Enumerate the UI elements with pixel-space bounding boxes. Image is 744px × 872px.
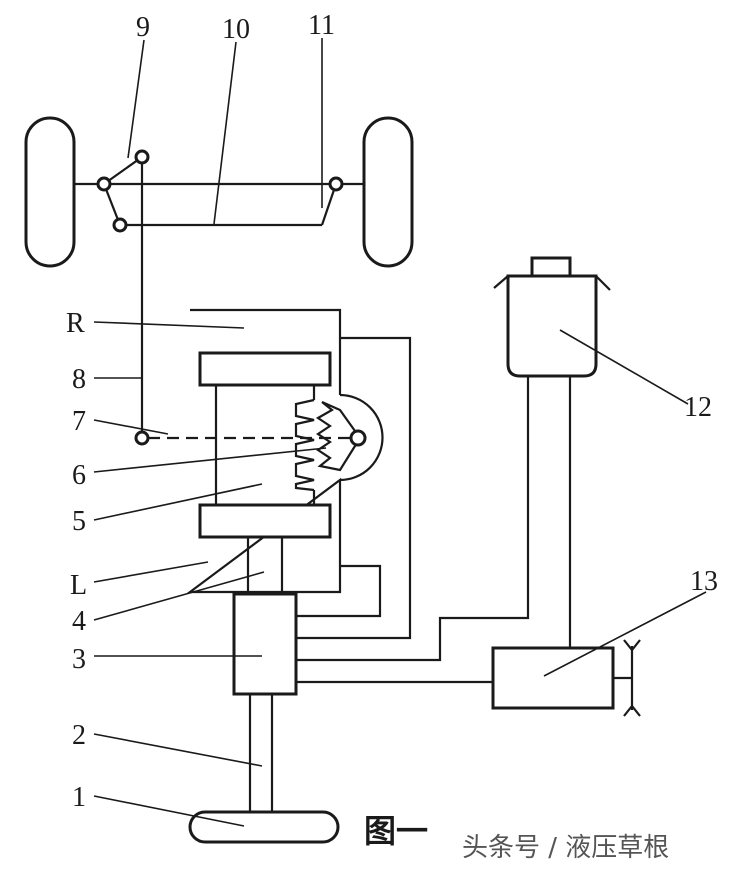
right-kingpin-joint: [328, 176, 344, 192]
leader-lines: [93, 38, 707, 827]
leader-6: [93, 447, 327, 473]
control-valve-and-column: [188, 592, 340, 844]
label-12: 12: [684, 392, 712, 423]
sector-gear-chamber: [339, 393, 384, 482]
label-6: 6: [72, 460, 86, 491]
label-3: 3: [72, 644, 86, 675]
steering-arm-joint: [134, 430, 150, 446]
right-wheel: [362, 116, 414, 268]
leader-13: [543, 591, 707, 677]
hydraulic-lines: [296, 336, 572, 684]
left-steering-knuckle-arm: [102, 156, 143, 226]
label-5: 5: [72, 506, 86, 537]
sector-shaft-pivot: [349, 429, 367, 447]
oil-reservoir: [493, 256, 611, 378]
pitman-arm-joint: [134, 149, 150, 165]
source-watermark: 头条号 / 液压草根: [462, 833, 669, 863]
upper-piston-head: [198, 351, 332, 387]
reservoir-cap: [530, 256, 572, 278]
leader-4: [93, 571, 265, 621]
part-labels: 9 10 11 R 8 7 6 5 L 4 3 2 1 12 13: [66, 10, 718, 813]
left-wheel: [24, 116, 76, 268]
steering-wheel: [188, 810, 340, 844]
leader-1: [93, 795, 245, 827]
figure-caption: 图一: [364, 812, 428, 850]
pump-coupling-top: [623, 639, 641, 652]
label-1: 1: [72, 782, 86, 813]
pump-body: [491, 646, 615, 710]
label-10: 10: [222, 14, 250, 45]
line-r-chamber: [296, 336, 412, 640]
control-valve: [232, 592, 298, 696]
leader-r: [93, 321, 245, 329]
label-7: 7: [72, 406, 86, 437]
label-8: 8: [72, 364, 86, 395]
leader-2: [93, 733, 263, 767]
leader-12: [559, 329, 689, 405]
label-11: 11: [308, 10, 335, 41]
piston-rack-teeth: [294, 398, 315, 492]
line-return-reservoir: [296, 376, 530, 662]
label-r: R: [66, 308, 85, 339]
line-l-chamber: [296, 564, 382, 618]
leader-7: [93, 419, 169, 435]
leader-9: [127, 39, 145, 159]
pump-coupling-bottom: [623, 704, 641, 717]
reservoir-right-lip: [595, 275, 611, 291]
label-2: 2: [72, 720, 86, 751]
lower-piston-head: [198, 503, 332, 539]
reservoir-left-lip: [493, 275, 509, 289]
leader-10: [213, 41, 237, 225]
left-tie-rod-joint: [112, 217, 128, 233]
leader-5: [93, 483, 263, 521]
leader-l: [93, 561, 209, 583]
label-l: L: [70, 570, 87, 601]
label-4: 4: [72, 606, 86, 637]
reservoir-body: [506, 274, 598, 378]
steering-gear-housing: [148, 308, 384, 594]
left-kingpin-joint: [96, 176, 112, 192]
label-9: 9: [136, 12, 150, 43]
front-axle-assembly: [24, 116, 414, 446]
label-13: 13: [690, 566, 718, 597]
hydraulic-pump: [491, 639, 641, 717]
